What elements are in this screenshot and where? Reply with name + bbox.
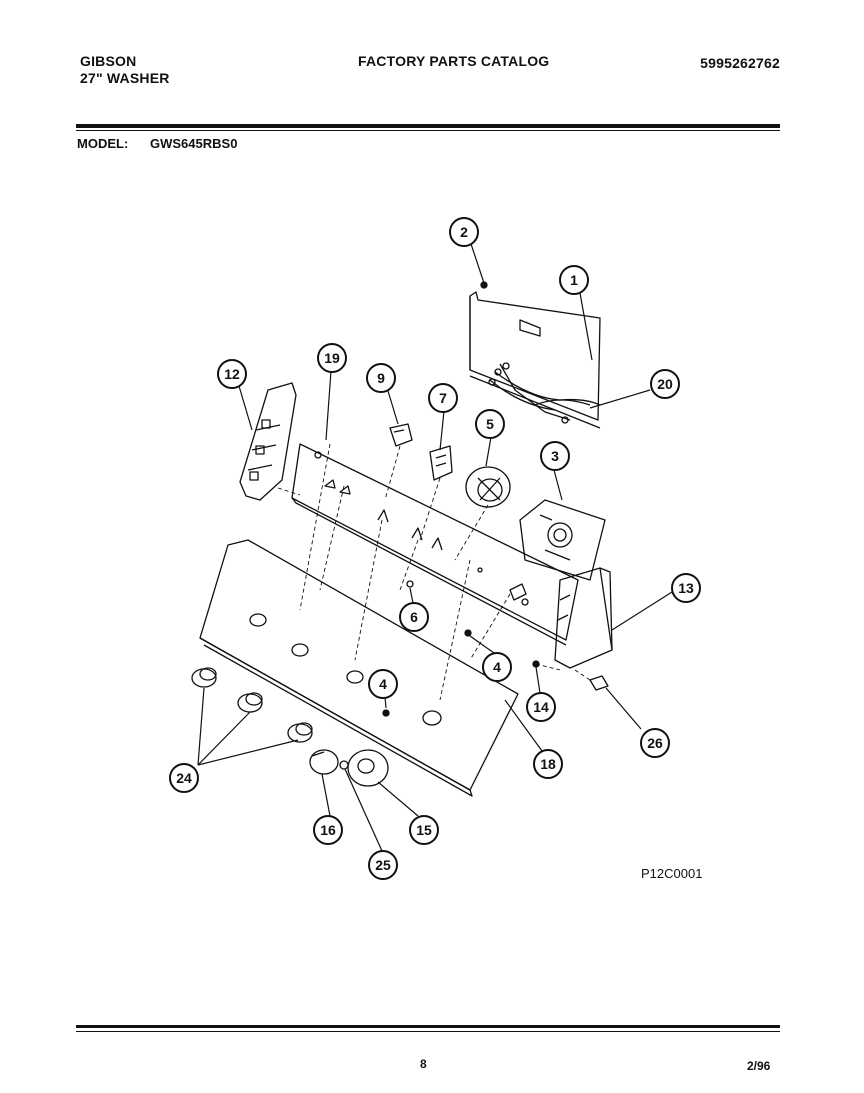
part-5-pressure-switch (465, 466, 511, 508)
diagram-code: P12C0001 (641, 866, 703, 881)
callout-9: 9 (377, 370, 385, 386)
part-20-wire-harness (488, 362, 601, 424)
callout-25: 25 (375, 857, 391, 873)
page-date: 2/96 (747, 1059, 771, 1073)
callout-19: 19 (324, 350, 340, 366)
part-18-console (199, 539, 519, 797)
callout-3: 3 (551, 448, 559, 464)
part-25-spacer (339, 760, 349, 770)
part-9-switch (389, 423, 413, 447)
callout-18: 18 (540, 756, 556, 772)
catalog-title: FACTORY PARTS CATALOG (358, 53, 550, 69)
callout-2: 2 (460, 224, 468, 240)
leader-lines (197, 243, 673, 852)
callout-4-upper: 4 (493, 659, 501, 675)
callout-4-lower: 4 (379, 676, 387, 692)
assembly-lines (277, 443, 591, 701)
brand-name: GIBSON (80, 53, 137, 69)
page-number: 8 (420, 1057, 427, 1071)
part-19-control-panel (291, 443, 579, 646)
callout-13: 13 (678, 580, 694, 596)
part-1-mounting-plate (469, 291, 601, 429)
callout-15: 15 (416, 822, 432, 838)
part-12-bracket (239, 382, 297, 501)
header-rule-thick (76, 124, 780, 128)
part-13-end-cap (554, 567, 613, 669)
callout-26: 26 (647, 735, 663, 751)
callout-7: 7 (439, 390, 447, 406)
part-24-knobs (191, 667, 313, 743)
model-number: GWS645RBS0 (150, 136, 238, 151)
footer-rule-thick (76, 1025, 780, 1028)
part-4-screw (382, 629, 472, 717)
footer-rule-thin (76, 1031, 780, 1032)
part-6-screw (406, 580, 414, 588)
part-7-switch (429, 445, 453, 481)
part-16-knob (309, 749, 339, 775)
callout-1: 1 (570, 272, 578, 288)
product-name: 27" WASHER (80, 70, 170, 86)
callout-14: 14 (533, 699, 549, 715)
part-15-dial (347, 749, 389, 787)
header-rule-thin (76, 130, 780, 131)
part-26-clip (589, 675, 609, 691)
callout-20: 20 (657, 376, 673, 392)
catalog-number: 5995262762 (700, 55, 780, 71)
callout-5: 5 (486, 416, 494, 432)
model-label: MODEL: (77, 136, 129, 151)
part-3-timer (519, 499, 606, 581)
callout-6: 6 (410, 609, 418, 625)
callout-circles (169, 217, 701, 880)
callout-16: 16 (320, 822, 336, 838)
callout-24: 24 (176, 770, 192, 786)
callout-12: 12 (224, 366, 240, 382)
